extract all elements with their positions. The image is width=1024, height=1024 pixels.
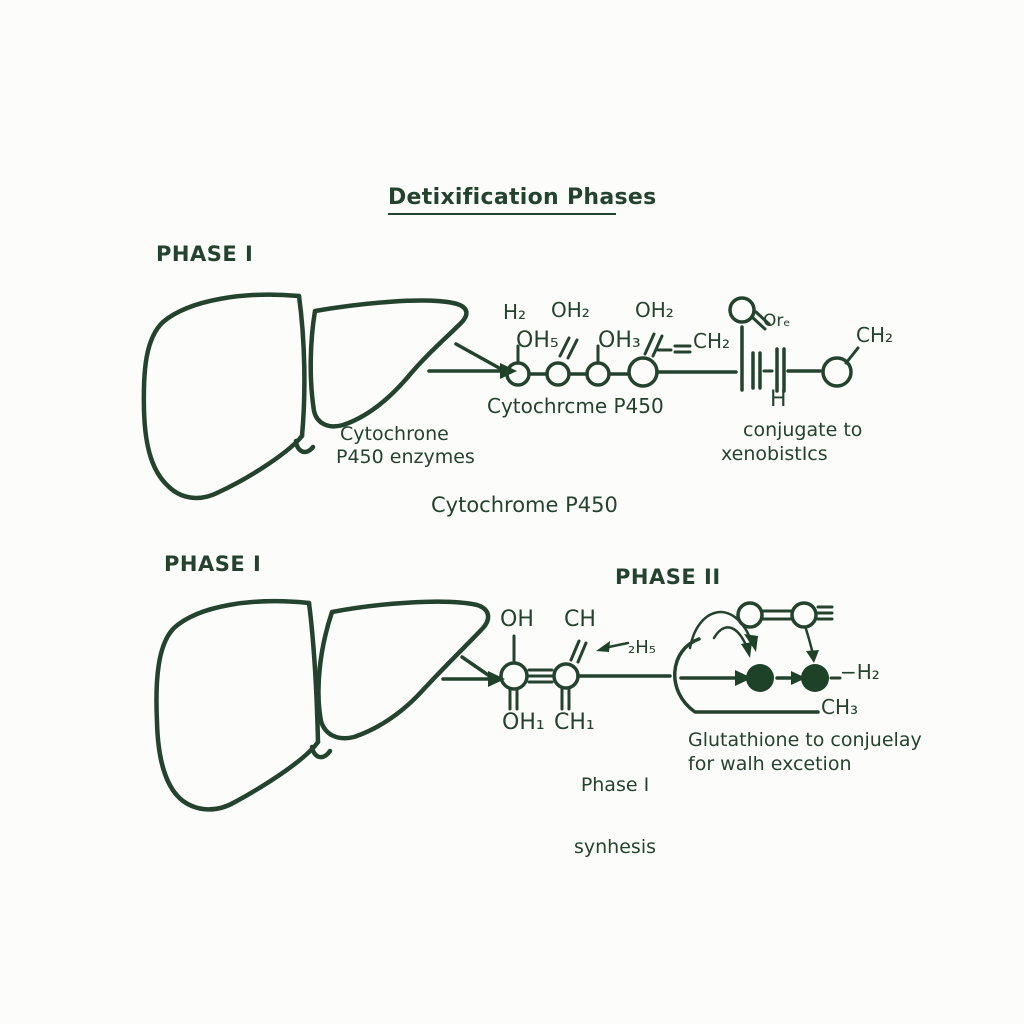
- conjugate-caption-line1: conjugate to: [743, 419, 863, 441]
- phase1-synthesis-line1: Phase I: [580, 774, 650, 797]
- molecule-atom-left: [499, 661, 529, 691]
- phase1-heading-bottom: PHASE I: [164, 552, 262, 576]
- diagram-title: Detixification Phases: [388, 186, 656, 215]
- chem-label-oh5: OH₅: [516, 328, 559, 353]
- chem-label-oh: OH: [500, 607, 534, 632]
- liver2-cleft: [306, 600, 321, 745]
- liver1-notch: [293, 438, 316, 455]
- chem-label-ch: CH: [564, 607, 596, 632]
- liver-illustration-phase1: [141, 292, 469, 501]
- chem-label-h: H: [770, 387, 787, 412]
- phase1-conjugate-structure: [728, 296, 860, 393]
- molecule-atom-right: [552, 662, 580, 690]
- chem-label-ch1: CH₁: [554, 710, 595, 735]
- chem-label-2h5: ₂H₅: [628, 637, 656, 658]
- phase2-glutathione-pathway: [673, 601, 842, 714]
- liver1-cleft: [296, 293, 307, 439]
- liver2-left-lobe: [154, 598, 321, 812]
- phase1-synthesis-line2: synhesis: [574, 835, 656, 858]
- chain-atom-4: [627, 356, 659, 388]
- glutathione-atom-2: [790, 601, 818, 629]
- glutathione-atom-1: [736, 601, 764, 629]
- chain-atom-3: [585, 361, 611, 387]
- conjugate-caption-line2: xenobistIcs: [721, 443, 828, 465]
- chem-label-ch2-right: CH₂: [856, 323, 894, 347]
- chem-label-ch3: CH₃: [821, 695, 859, 719]
- liver1-left-lobe: [141, 292, 305, 501]
- chem-label-oh2-left: OH₂: [551, 298, 590, 322]
- chem-label-minus-h2: −H₂: [840, 660, 880, 684]
- phase2-heading: PHASE II: [615, 565, 721, 589]
- liver1-right-lobe: [308, 298, 469, 429]
- chem-label-oh1: OH₁: [502, 710, 545, 735]
- arrow-phase1: [427, 342, 517, 379]
- cytochrome-enzymes-line1: Cytochrone: [340, 423, 449, 445]
- chem-label-h2: H₂: [503, 300, 527, 324]
- chem-label-oh3: OH₃: [598, 328, 641, 353]
- conjugated-atom-2: [801, 664, 829, 692]
- conjugate-atom-right: [821, 356, 853, 388]
- liver-illustration-phase2: [154, 598, 491, 812]
- chem-label-ore: Orₑ: [763, 311, 791, 331]
- phase1-synthesis-caption: Phase I synhesis: [552, 734, 678, 898]
- liver2-right-lobe: [316, 599, 491, 741]
- liver2-notch: [309, 744, 333, 760]
- phase1-heading-top: PHASE I: [156, 242, 254, 266]
- cytochrome-chain-caption: Cytochrcme P450: [487, 394, 664, 418]
- glutathione-caption-line1: Glutathione to conjuelay: [688, 729, 922, 751]
- conjugate-atom-top: [728, 296, 756, 324]
- glutathione-caption-line2: for walh excetion: [688, 753, 852, 775]
- arrow-phase2: [441, 655, 505, 687]
- curved-arrow-outer: [688, 610, 753, 650]
- conjugated-atom-1: [746, 664, 774, 692]
- chain-atom-2: [545, 361, 571, 387]
- chem-label-ch2: CH₂: [693, 329, 731, 353]
- phase2-molecule: [499, 634, 672, 711]
- chem-label-oh2-right: OH₂: [635, 298, 674, 322]
- phase1-molecule-chain: [505, 332, 738, 388]
- cytochrome-p450-caption: Cytochrome P450: [431, 493, 618, 517]
- cytochrome-enzymes-line2: P450 enzymes: [336, 446, 475, 468]
